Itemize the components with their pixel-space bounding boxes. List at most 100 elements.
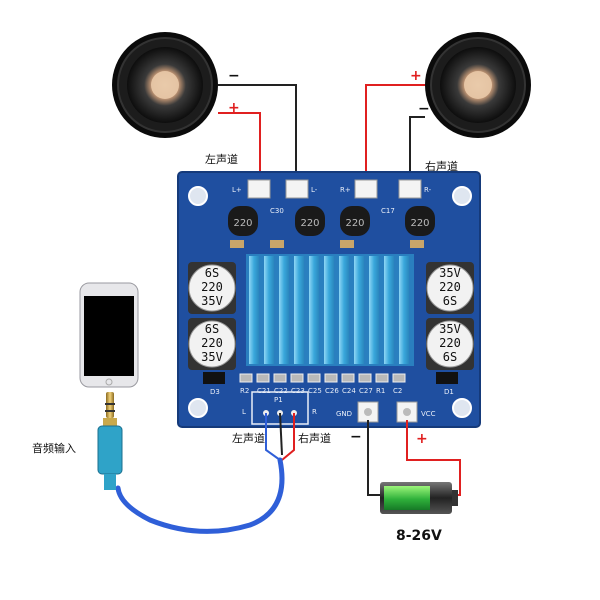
svg-text:35V: 35V (439, 322, 461, 336)
smd-component (256, 373, 270, 383)
heatsink-fin (279, 256, 289, 364)
terminal-pad (247, 179, 271, 199)
inductor: 220 (405, 206, 435, 236)
capacitor: 35V 220 6S (426, 318, 474, 370)
heatsink-fin (249, 256, 259, 364)
left-speaker-negative-wire (218, 84, 297, 190)
right-channel-bottom-label: 右声道 (298, 431, 331, 445)
svg-text:6S: 6S (443, 294, 457, 308)
svg-text:220: 220 (439, 336, 461, 350)
smd-component (358, 373, 372, 383)
smd-component (290, 373, 304, 383)
right-channel-top-label: 右声道 (425, 159, 458, 173)
heatsink (246, 254, 414, 366)
battery (380, 482, 458, 514)
right-speaker-plus-sign: + (410, 68, 422, 84)
svg-text:35V: 35V (439, 266, 461, 280)
svg-text:35V: 35V (201, 294, 223, 308)
left-speaker (112, 32, 218, 138)
silk-label: C27 (359, 387, 373, 395)
heatsink-fin (369, 256, 379, 364)
audio-plug (97, 392, 123, 490)
silk-label: D1 (444, 388, 454, 396)
left-channel-top-label: 左声道 (205, 152, 238, 166)
left-channel-bottom-label: 左声道 (232, 431, 265, 445)
terminal-pad (398, 179, 422, 199)
pcb-board: L+ L- R+ R- 220 220 220 220 C30 C17 (177, 171, 481, 428)
heatsink-fin (399, 256, 409, 364)
inductor: 220 (340, 206, 370, 236)
silk-label: C2 (393, 387, 402, 395)
smd-component (392, 373, 406, 383)
heatsink-fin (384, 256, 394, 364)
heatsink-fin (354, 256, 364, 364)
left-speaker-plus-sign: + (228, 100, 240, 116)
svg-text:220: 220 (201, 280, 223, 294)
right-speaker-negative-wire (409, 116, 425, 190)
silk-label: C26 (325, 387, 339, 395)
capacitor: 6S 220 35V (188, 318, 236, 370)
smd-component-row (239, 373, 406, 383)
ground-wire (367, 420, 382, 496)
heatsink-fin (324, 256, 334, 364)
inductor: 220 (295, 206, 325, 236)
gnd-minus-sign: − (350, 429, 362, 445)
heatsink-fin (339, 256, 349, 364)
right-speaker (425, 32, 531, 138)
svg-text:6S: 6S (443, 350, 457, 364)
capacitor: 35V 220 6S (426, 262, 474, 314)
vcc-plus-sign: + (416, 431, 428, 447)
heatsink-fin (264, 256, 274, 364)
silk-label: C30 (270, 207, 284, 215)
diode (436, 372, 458, 384)
smd-component (341, 373, 355, 383)
smd-component (324, 373, 338, 383)
silk-label: C21 (257, 387, 271, 395)
capacitor: 6S 220 35V (188, 262, 236, 314)
inductor: 220 (228, 206, 258, 236)
svg-text:220: 220 (201, 336, 223, 350)
silk-label: C17 (381, 207, 395, 215)
heatsink-fin (294, 256, 304, 364)
silk-label: D3 (210, 388, 220, 396)
smd-component (307, 373, 321, 383)
gnd-label: GND (336, 410, 352, 418)
svg-text:220: 220 (410, 218, 429, 229)
right-speaker-minus-sign: − (418, 101, 430, 117)
terminal-label: R- (424, 186, 432, 194)
diode (203, 372, 225, 384)
input-wires (265, 412, 295, 461)
mounting-hole (188, 398, 208, 418)
terminal-pad (354, 179, 378, 199)
silk-label: R2 (240, 387, 249, 395)
silk-label: R1 (376, 387, 385, 395)
left-speaker-positive-wire (218, 112, 261, 190)
audio-cable (115, 457, 285, 534)
terminal-label: L+ (232, 186, 242, 194)
speaker-wires (218, 84, 425, 190)
input-ground-wire (279, 412, 283, 456)
mounting-hole (452, 186, 472, 206)
terminal-pad (285, 179, 309, 199)
terminal-label: L- (311, 186, 318, 194)
silk-label: C25 (308, 387, 322, 395)
input-pin-label: R (312, 408, 317, 416)
heatsink-fin (309, 256, 319, 364)
silk-label: C24 (342, 387, 356, 395)
audio-input-label: 音频输入 (32, 441, 76, 455)
svg-text:35V: 35V (201, 350, 223, 364)
silk-label: C22 (274, 387, 288, 395)
input-mark: P1 (274, 396, 283, 404)
svg-text:220: 220 (300, 218, 319, 229)
input-left-wire (265, 413, 281, 461)
vcc-label: VCC (421, 410, 436, 418)
mounting-hole (452, 398, 472, 418)
smd-component (273, 373, 287, 383)
svg-text:220: 220 (233, 218, 252, 229)
smd-component (375, 373, 389, 383)
svg-text:220: 220 (439, 280, 461, 294)
silk-label: C23 (291, 387, 305, 395)
right-speaker-positive-wire (365, 84, 425, 190)
